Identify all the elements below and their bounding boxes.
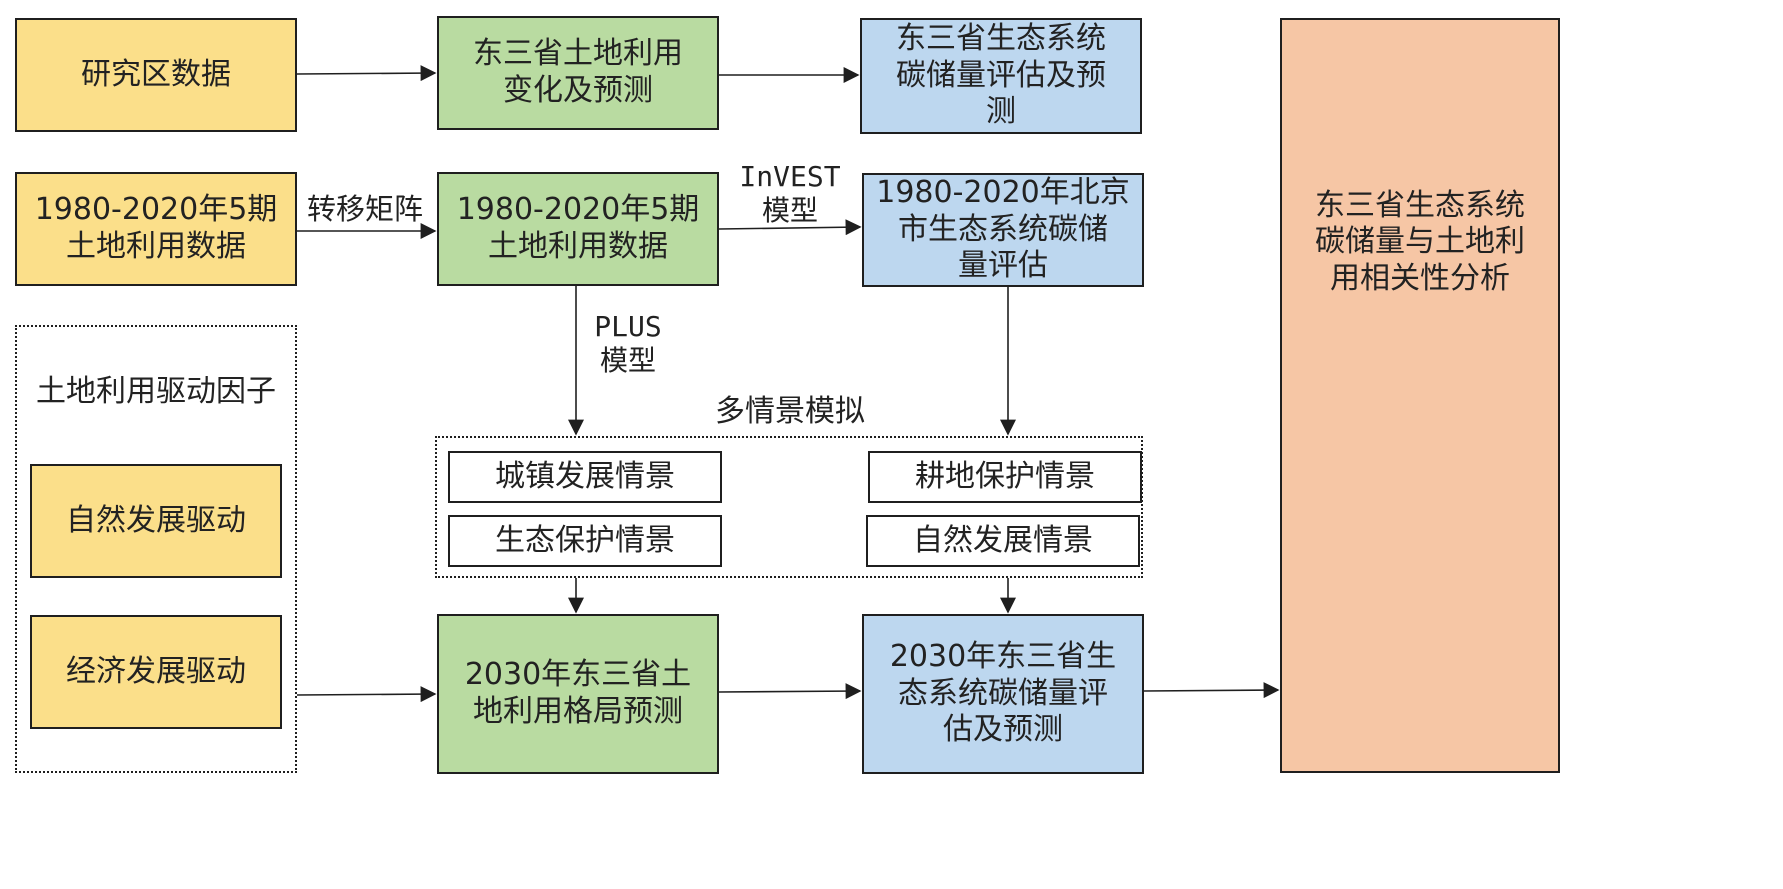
scenario-farmland-box: 耕地保护情景 [868,451,1142,503]
arrow-mid-to-carbon-1980 [718,219,862,236]
carbon-1980-box: 1980-2020年北京 市生态系统碳储 量评估 [862,173,1144,287]
drivers-group [15,325,297,773]
scenario-urban-box: 城镇发展情景 [448,451,722,503]
arrow-carbon-to-correlation [1143,682,1280,699]
arrow-study-to-landuse [296,65,437,82]
plus-model-label: PLUS 模型 [594,310,662,377]
arrow-drivers-to-landuse-2030 [296,686,437,703]
study-area-data-box: 研究区数据 [15,18,297,132]
carbon-eval-box: 东三省生态系统 碳储量评估及预 测 [860,18,1142,134]
scenario-eco-box: 生态保护情景 [448,515,722,567]
carbon-2030-box: 2030年东三省生 态系统碳储量评 估及预测 [862,614,1144,774]
correlation-analysis-box: 东三省生态系统 碳储量与土地利 用相关性分析 [1280,18,1560,773]
multi-scenario-label: 多情景模拟 [715,394,865,429]
landuse-2030-box: 2030年东三省土 地利用格局预测 [437,614,719,774]
landuse-change-box: 东三省土地利用 变化及预测 [437,16,719,130]
landuse-data-1980-mid-box: 1980-2020年5期 土地利用数据 [437,172,719,286]
economic-drive-box: 经济发展驱动 [30,615,282,729]
drivers-title: 土地利用驱动因子 [36,374,276,409]
landuse-data-1980-left-box: 1980-2020年5期 土地利用数据 [15,172,297,286]
natural-drive-box: 自然发展驱动 [30,464,282,578]
scenario-group [435,436,1143,578]
invest-model-label: InVEST 模型 [739,160,841,227]
scenario-natural-box: 自然发展情景 [866,515,1140,567]
arrow-landuse-to-carbon-2030 [718,683,862,700]
transfer-matrix-label: 转移矩阵 [306,192,423,226]
